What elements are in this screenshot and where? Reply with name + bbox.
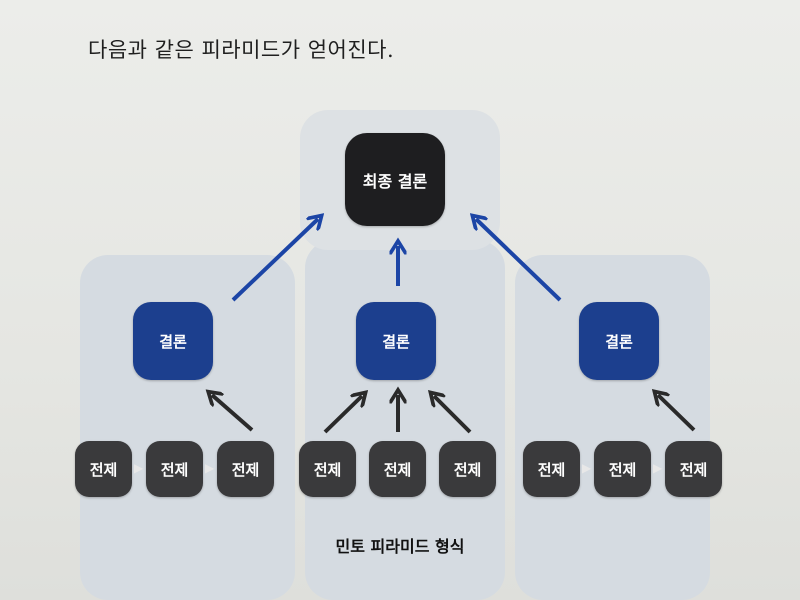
conclusion-box-left: 결론: [133, 302, 213, 380]
premise-box: 전제: [75, 441, 132, 497]
arrow-p-center-1: [323, 396, 362, 434]
arrow-right-to-final: [476, 219, 562, 302]
premise-box: 전제: [299, 441, 356, 497]
arrow-p-right: [658, 395, 696, 432]
conclusion-label: 결론: [382, 332, 410, 351]
premise-label: 전제: [313, 460, 342, 479]
premise-box: 전제: [439, 441, 496, 497]
premise-box: 전제: [523, 441, 580, 497]
premise-box: 전제: [146, 441, 203, 497]
premise-label: 전제: [160, 460, 189, 479]
arrow-left-to-final: [231, 219, 318, 302]
premise-label: 전제: [537, 460, 566, 479]
chevron-right-icon: ▶: [582, 461, 592, 475]
chevron-right-icon: ▶: [134, 461, 144, 475]
premise-box: 전제: [369, 441, 426, 497]
premise-label: 전제: [453, 460, 482, 479]
premise-label: 전제: [383, 460, 412, 479]
premise-box: 전제: [665, 441, 722, 497]
conclusion-box-right: 결론: [579, 302, 659, 380]
arrow-p-left: [212, 395, 254, 432]
premise-label: 전제: [679, 460, 708, 479]
premise-label: 전제: [89, 460, 118, 479]
conclusion-label: 결론: [159, 332, 187, 351]
final-conclusion-box: 최종 결론: [345, 133, 445, 226]
conclusion-label: 결론: [605, 332, 633, 351]
page-text: 다음과 같은 피라미드가 얻어진다.: [88, 38, 395, 62]
premise-label: 전제: [608, 460, 637, 479]
conclusion-box-center: 결론: [356, 302, 436, 380]
diagram-caption: 민토 피라미드 형식: [335, 537, 465, 556]
premise-box: 전제: [594, 441, 651, 497]
final-conclusion-label: 최종 결론: [362, 171, 428, 191]
chevron-right-icon: ▶: [653, 461, 663, 475]
arrow-p-center-3: [434, 396, 472, 434]
premise-box: 전제: [217, 441, 274, 497]
premise-label: 전제: [231, 460, 260, 479]
chevron-right-icon: ▶: [205, 461, 215, 475]
